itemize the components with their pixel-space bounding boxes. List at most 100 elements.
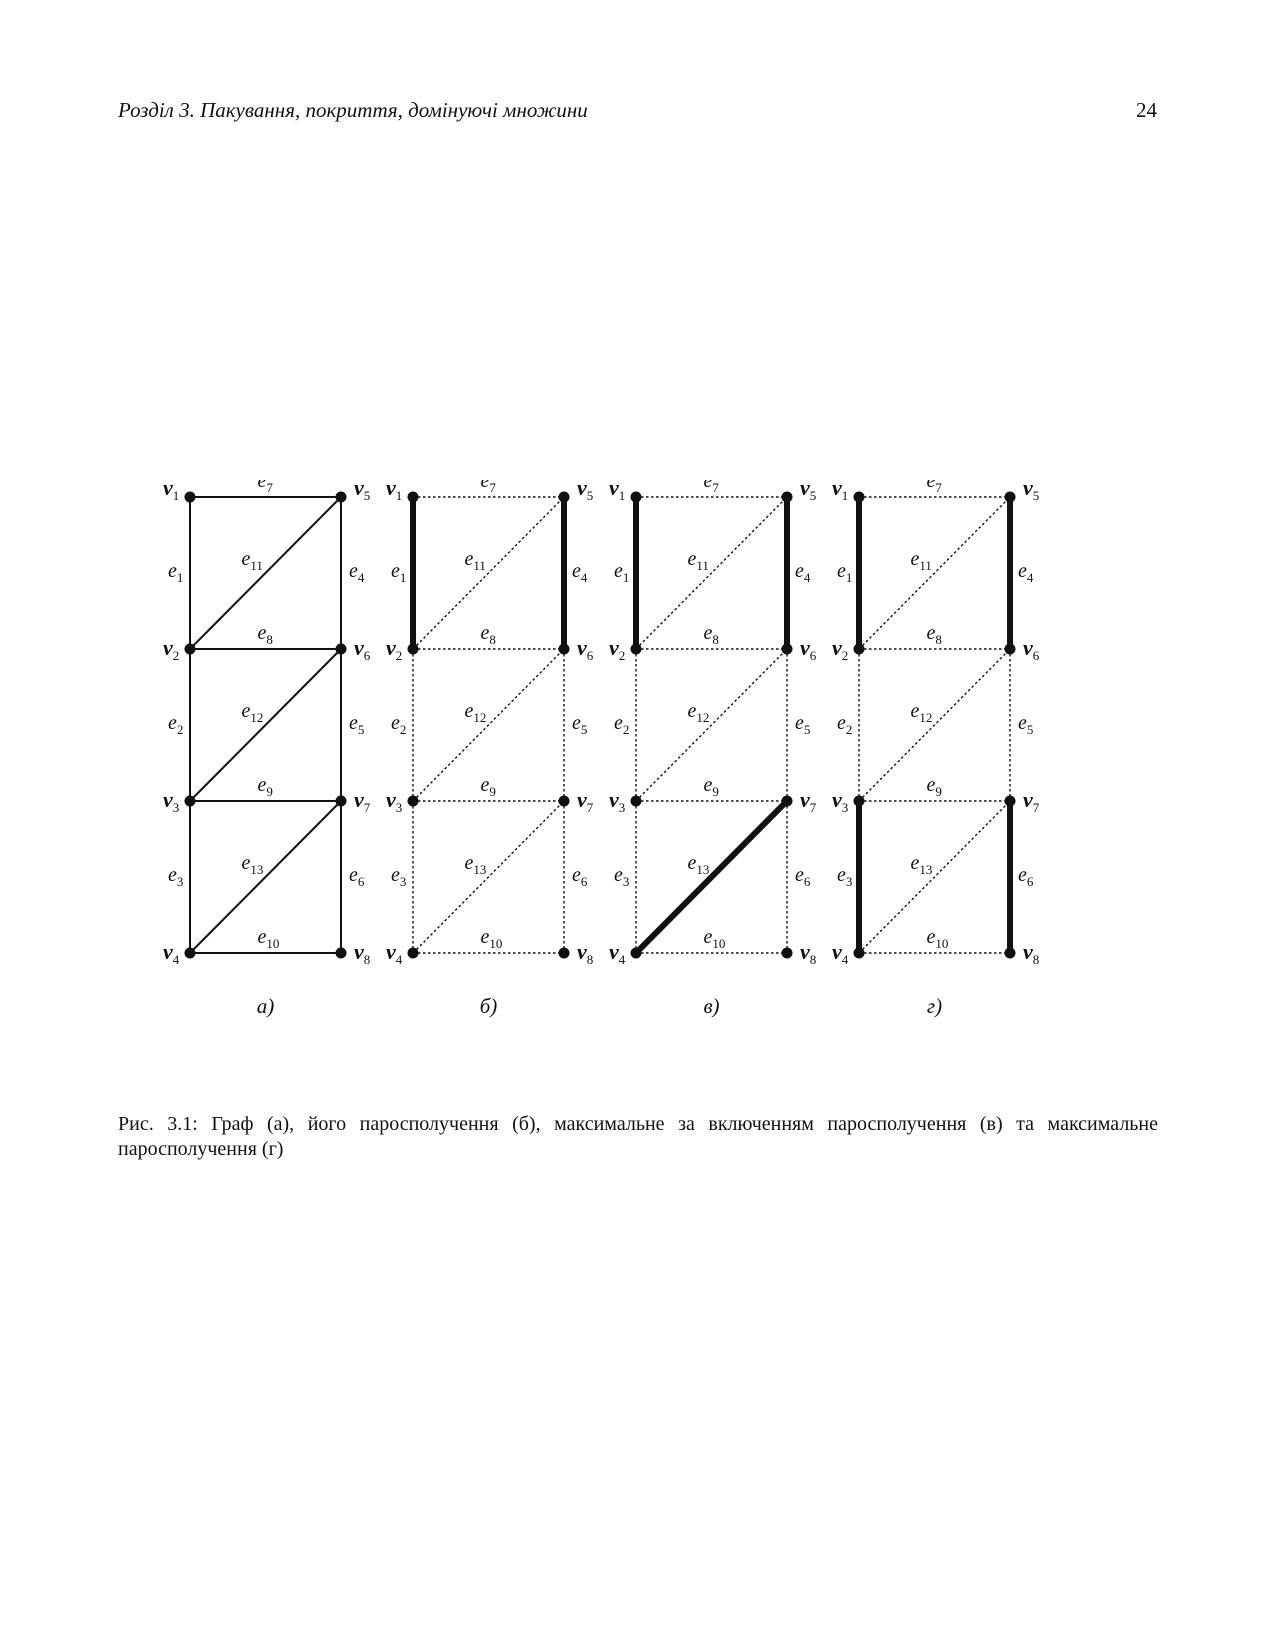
edge-label-e6: e6: [1018, 864, 1034, 889]
edge-label-e1: e1: [391, 560, 406, 585]
panel-label-3: в): [703, 994, 719, 1018]
edge-e11: [858, 496, 1011, 650]
vertex-label-v7: v7: [577, 787, 594, 815]
vertex-label-v8: v8: [354, 939, 370, 967]
vertex-v1: [407, 491, 419, 503]
edge-label-e10: e10: [927, 926, 949, 951]
edge-label-e11: e11: [688, 548, 709, 573]
edge-e11: [412, 496, 565, 650]
edge-e12: [412, 648, 565, 802]
vertex-v8: [335, 947, 347, 959]
vertex-v4: [630, 947, 642, 959]
vertex-v6: [558, 643, 570, 655]
vertex-v3: [630, 795, 642, 807]
vertex-label-v4: v4: [609, 939, 626, 967]
running-head: Розділ 3. Пакування, покриття, домінуючі…: [118, 98, 588, 122]
edge-e13: [633, 798, 790, 956]
vertex-v3: [853, 795, 865, 807]
edge-label-e6: e6: [795, 864, 811, 889]
edge-e11: [189, 496, 342, 650]
vertex-v5: [558, 491, 570, 503]
vertex-label-v3: v3: [386, 787, 402, 815]
panel-label-1: а): [257, 994, 275, 1018]
vertex-label-v4: v4: [832, 939, 849, 967]
vertex-v8: [1004, 947, 1016, 959]
edge-e13: [189, 800, 342, 954]
edge-label-e11: e11: [465, 548, 486, 573]
edge-label-e12: e12: [465, 700, 487, 725]
edge-label-e2: e2: [837, 712, 852, 737]
vertex-v4: [407, 947, 419, 959]
edge-label-e13: e13: [688, 852, 710, 877]
vertex-v8: [781, 947, 793, 959]
vertex-v4: [184, 947, 196, 959]
edge-e11: [635, 496, 788, 650]
edge-label-e7: e7: [258, 480, 274, 495]
vertex-v2: [630, 643, 642, 655]
vertex-label-v6: v6: [354, 635, 371, 663]
edge-e13: [858, 800, 1011, 954]
vertex-label-v3: v3: [609, 787, 625, 815]
vertex-v7: [558, 795, 570, 807]
edge-label-e3: e3: [391, 864, 406, 889]
vertex-v4: [853, 947, 865, 959]
vertex-label-v7: v7: [354, 787, 371, 815]
vertex-label-v8: v8: [800, 939, 816, 967]
vertex-v1: [853, 491, 865, 503]
edge-label-e1: e1: [168, 560, 183, 585]
edge-label-e3: e3: [614, 864, 629, 889]
edge-label-e12: e12: [911, 700, 933, 725]
vertex-label-v1: v1: [163, 480, 179, 503]
vertex-v5: [781, 491, 793, 503]
vertex-label-v6: v6: [1023, 635, 1040, 663]
vertex-v5: [1004, 491, 1016, 503]
edge-label-e9: e9: [927, 774, 942, 799]
vertex-label-v3: v3: [163, 787, 179, 815]
edge-label-e6: e6: [349, 864, 365, 889]
vertex-v2: [407, 643, 419, 655]
caption-line-1: Рис. 3.1: Граф (а), його паросполучення …: [118, 1113, 1158, 1135]
vertex-label-v3: v3: [832, 787, 848, 815]
edge-label-e1: e1: [614, 560, 629, 585]
edge-label-e10: e10: [258, 926, 280, 951]
vertex-v6: [781, 643, 793, 655]
edge-label-e4: e4: [349, 560, 365, 585]
edge-label-e4: e4: [1018, 560, 1034, 585]
vertex-label-v1: v1: [609, 480, 625, 503]
edge-label-e5: e5: [349, 712, 364, 737]
vertex-label-v4: v4: [386, 939, 403, 967]
graph-panel-3: e1e2e3e4e5e6e7e8e9e10e11e12e13v1v2v3v4v5…: [609, 480, 817, 1018]
vertex-v6: [1004, 643, 1016, 655]
matching-figure: e1 e2 e3 e4 e5 e6 e7 e8 e9 e10 e11 e12 e13 v1 v2 v3 v4 v5…: [163, 480, 1040, 1018]
vertex-v5: [335, 491, 347, 503]
vertex-v1: [630, 491, 642, 503]
vertex-v6: [335, 643, 347, 655]
vertex-label-v6: v6: [800, 635, 817, 663]
vertex-v8: [558, 947, 570, 959]
edge-label-e8: e8: [258, 622, 273, 647]
vertex-v7: [335, 795, 347, 807]
graph-panel-1: e1e2e3e4e5e6e7e8e9e10e11e12e13v1v2v3v4v5…: [163, 480, 371, 1018]
edge-label-e7: e7: [704, 480, 720, 495]
vertex-label-v8: v8: [1023, 939, 1039, 967]
edge-label-e1: e1: [837, 560, 852, 585]
vertex-label-v8: v8: [577, 939, 593, 967]
edge-label-e5: e5: [1018, 712, 1033, 737]
edge-label-e2: e2: [614, 712, 629, 737]
vertex-label-v2: v2: [609, 635, 625, 663]
edge-label-e2: e2: [391, 712, 406, 737]
edge-label-e12: e12: [242, 700, 264, 725]
edge-e12: [635, 648, 788, 802]
edge-label-e8: e8: [704, 622, 719, 647]
edge-e12: [858, 648, 1011, 802]
vertex-v2: [184, 643, 196, 655]
edge-label-e3: e3: [837, 864, 852, 889]
vertex-label-v5: v5: [800, 480, 816, 503]
vertex-label-v4: v4: [163, 939, 180, 967]
edge-label-e13: e13: [242, 852, 264, 877]
edge-label-e10: e10: [481, 926, 503, 951]
edge-label-e5: e5: [795, 712, 810, 737]
vertex-v7: [781, 795, 793, 807]
edge-e13: [412, 800, 565, 954]
edge-label-e8: e8: [927, 622, 942, 647]
